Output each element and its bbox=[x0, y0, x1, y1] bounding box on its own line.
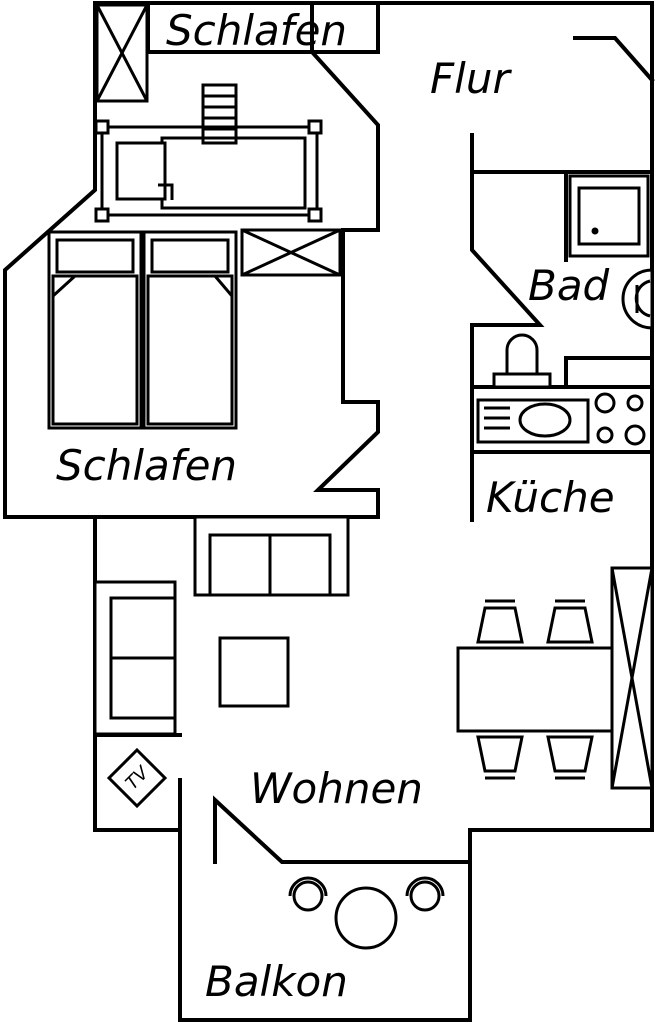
tv-unit: TV bbox=[106, 747, 168, 809]
label-flur: Flur bbox=[430, 54, 512, 103]
chair-bottom-right bbox=[546, 735, 594, 773]
ladder bbox=[201, 83, 238, 145]
balcony-table bbox=[334, 886, 398, 950]
loft-bed-post-bl bbox=[94, 207, 110, 223]
small-bedroom-furniture bbox=[94, 3, 323, 223]
label-kueche: Küche bbox=[486, 473, 615, 522]
bed-right-blanket bbox=[146, 274, 234, 426]
toilet-bowl bbox=[505, 333, 539, 376]
chair-top-left bbox=[476, 606, 524, 644]
balcony-chair-left-back bbox=[288, 876, 328, 897]
balcony-chair-left bbox=[292, 880, 324, 912]
balcony-chair-right bbox=[409, 880, 441, 912]
loft-bed-post-tl bbox=[94, 119, 110, 135]
label-schlafen-large: Schlafen bbox=[56, 441, 237, 490]
wardrobe-large-cross-b bbox=[241, 228, 341, 277]
tv-icon bbox=[106, 747, 168, 809]
balcony-furniture bbox=[288, 876, 445, 950]
chair-bottom-left bbox=[476, 735, 524, 773]
loft-bed-fold bbox=[158, 183, 174, 200]
sofa-top-seat-right bbox=[268, 533, 332, 597]
chair-top-right bbox=[546, 606, 594, 644]
wall-living-left bbox=[93, 515, 472, 1022]
hob-ring-1 bbox=[594, 392, 616, 414]
label-wohnen: Wohnen bbox=[250, 764, 423, 813]
bed-right-fold bbox=[213, 275, 234, 297]
coffee-table bbox=[218, 636, 290, 708]
bed-left-pillow bbox=[55, 238, 135, 274]
large-bedroom-furniture bbox=[47, 228, 342, 430]
hob-ring-3 bbox=[596, 426, 614, 444]
loft-bed-desk bbox=[115, 141, 167, 201]
kitchen-fixtures bbox=[476, 392, 646, 446]
sofa-left-seat-bottom bbox=[109, 656, 177, 720]
label-bad: Bad bbox=[528, 261, 610, 310]
living-furniture: TV bbox=[93, 515, 654, 809]
hob-ring-4 bbox=[624, 424, 646, 446]
loft-bed-post-br bbox=[307, 207, 323, 223]
wall-right-diagonal bbox=[573, 36, 655, 83]
loft-bed-post-tr bbox=[307, 119, 323, 135]
dining-table bbox=[456, 646, 616, 733]
shower-drain bbox=[591, 227, 599, 235]
wall-bedroom-left bbox=[3, 3, 380, 519]
hob-ring-2 bbox=[626, 394, 644, 412]
wall-bath-partition bbox=[564, 356, 654, 389]
loft-bed-mattress bbox=[160, 136, 307, 210]
label-balkon: Balkon bbox=[205, 957, 348, 1006]
kitchen-sink-basin bbox=[518, 402, 572, 438]
room-labels: Schlafen Flur Bad Schlafen Küche Wohnen … bbox=[56, 6, 615, 1006]
shower-inner bbox=[577, 186, 641, 246]
balcony-chair-right-back bbox=[405, 876, 445, 897]
bed-left-fold bbox=[51, 274, 77, 298]
label-schlafen-small: Schlafen bbox=[166, 6, 347, 55]
toilet-tank bbox=[492, 372, 552, 389]
wall-bath-kitchen bbox=[470, 133, 545, 522]
wall-top bbox=[93, 1, 654, 132]
loft-bed-frame bbox=[100, 125, 319, 217]
cabinet-right-cross-b bbox=[610, 567, 654, 789]
bed-left-blanket bbox=[51, 274, 139, 426]
bath-fixtures bbox=[492, 174, 654, 389]
wardrobe-small-cross-b bbox=[95, 4, 149, 102]
bed-right-pillow bbox=[150, 238, 230, 274]
kitchen-sink-area bbox=[476, 398, 590, 444]
